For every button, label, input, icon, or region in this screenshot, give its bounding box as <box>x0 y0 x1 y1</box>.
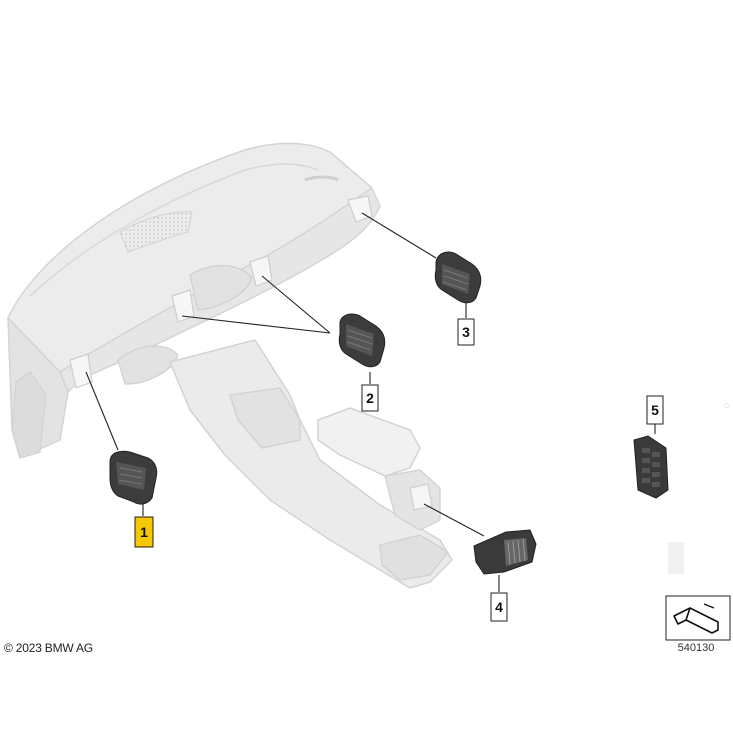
defroster-vent <box>304 175 339 182</box>
air-vent-left-component <box>109 450 158 505</box>
leader-lines <box>85 212 656 592</box>
callout-2-label: 2 <box>366 390 374 406</box>
callout-3[interactable]: 3 <box>457 318 475 346</box>
callout-2[interactable]: 2 <box>361 384 379 412</box>
callout-4-label: 4 <box>495 599 503 615</box>
callout-1-label: 1 <box>140 524 148 540</box>
callout-3-label: 3 <box>462 324 470 340</box>
callout-4[interactable]: 4 <box>490 592 508 622</box>
air-vent-right-component <box>434 251 482 304</box>
air-vent-center-component <box>338 313 386 368</box>
center-console <box>169 339 453 589</box>
vent-grille-component <box>633 435 669 499</box>
cluster-openings <box>117 265 253 385</box>
callout-1[interactable]: 1 <box>134 516 154 548</box>
copyright-text: © 2023 BMW AG <box>4 641 93 655</box>
diagram-number: 540130 <box>677 642 715 654</box>
speaker-grille <box>119 211 193 253</box>
placeholder-box <box>668 542 684 574</box>
callout-5[interactable]: 5 <box>646 395 664 425</box>
callout-5-label: 5 <box>651 402 659 418</box>
diagram-symbol <box>665 595 731 641</box>
dashboard-vent-openings <box>69 195 373 389</box>
edge-marker-icon: ◌ <box>724 400 730 410</box>
rear-console-vent-component <box>473 529 537 575</box>
